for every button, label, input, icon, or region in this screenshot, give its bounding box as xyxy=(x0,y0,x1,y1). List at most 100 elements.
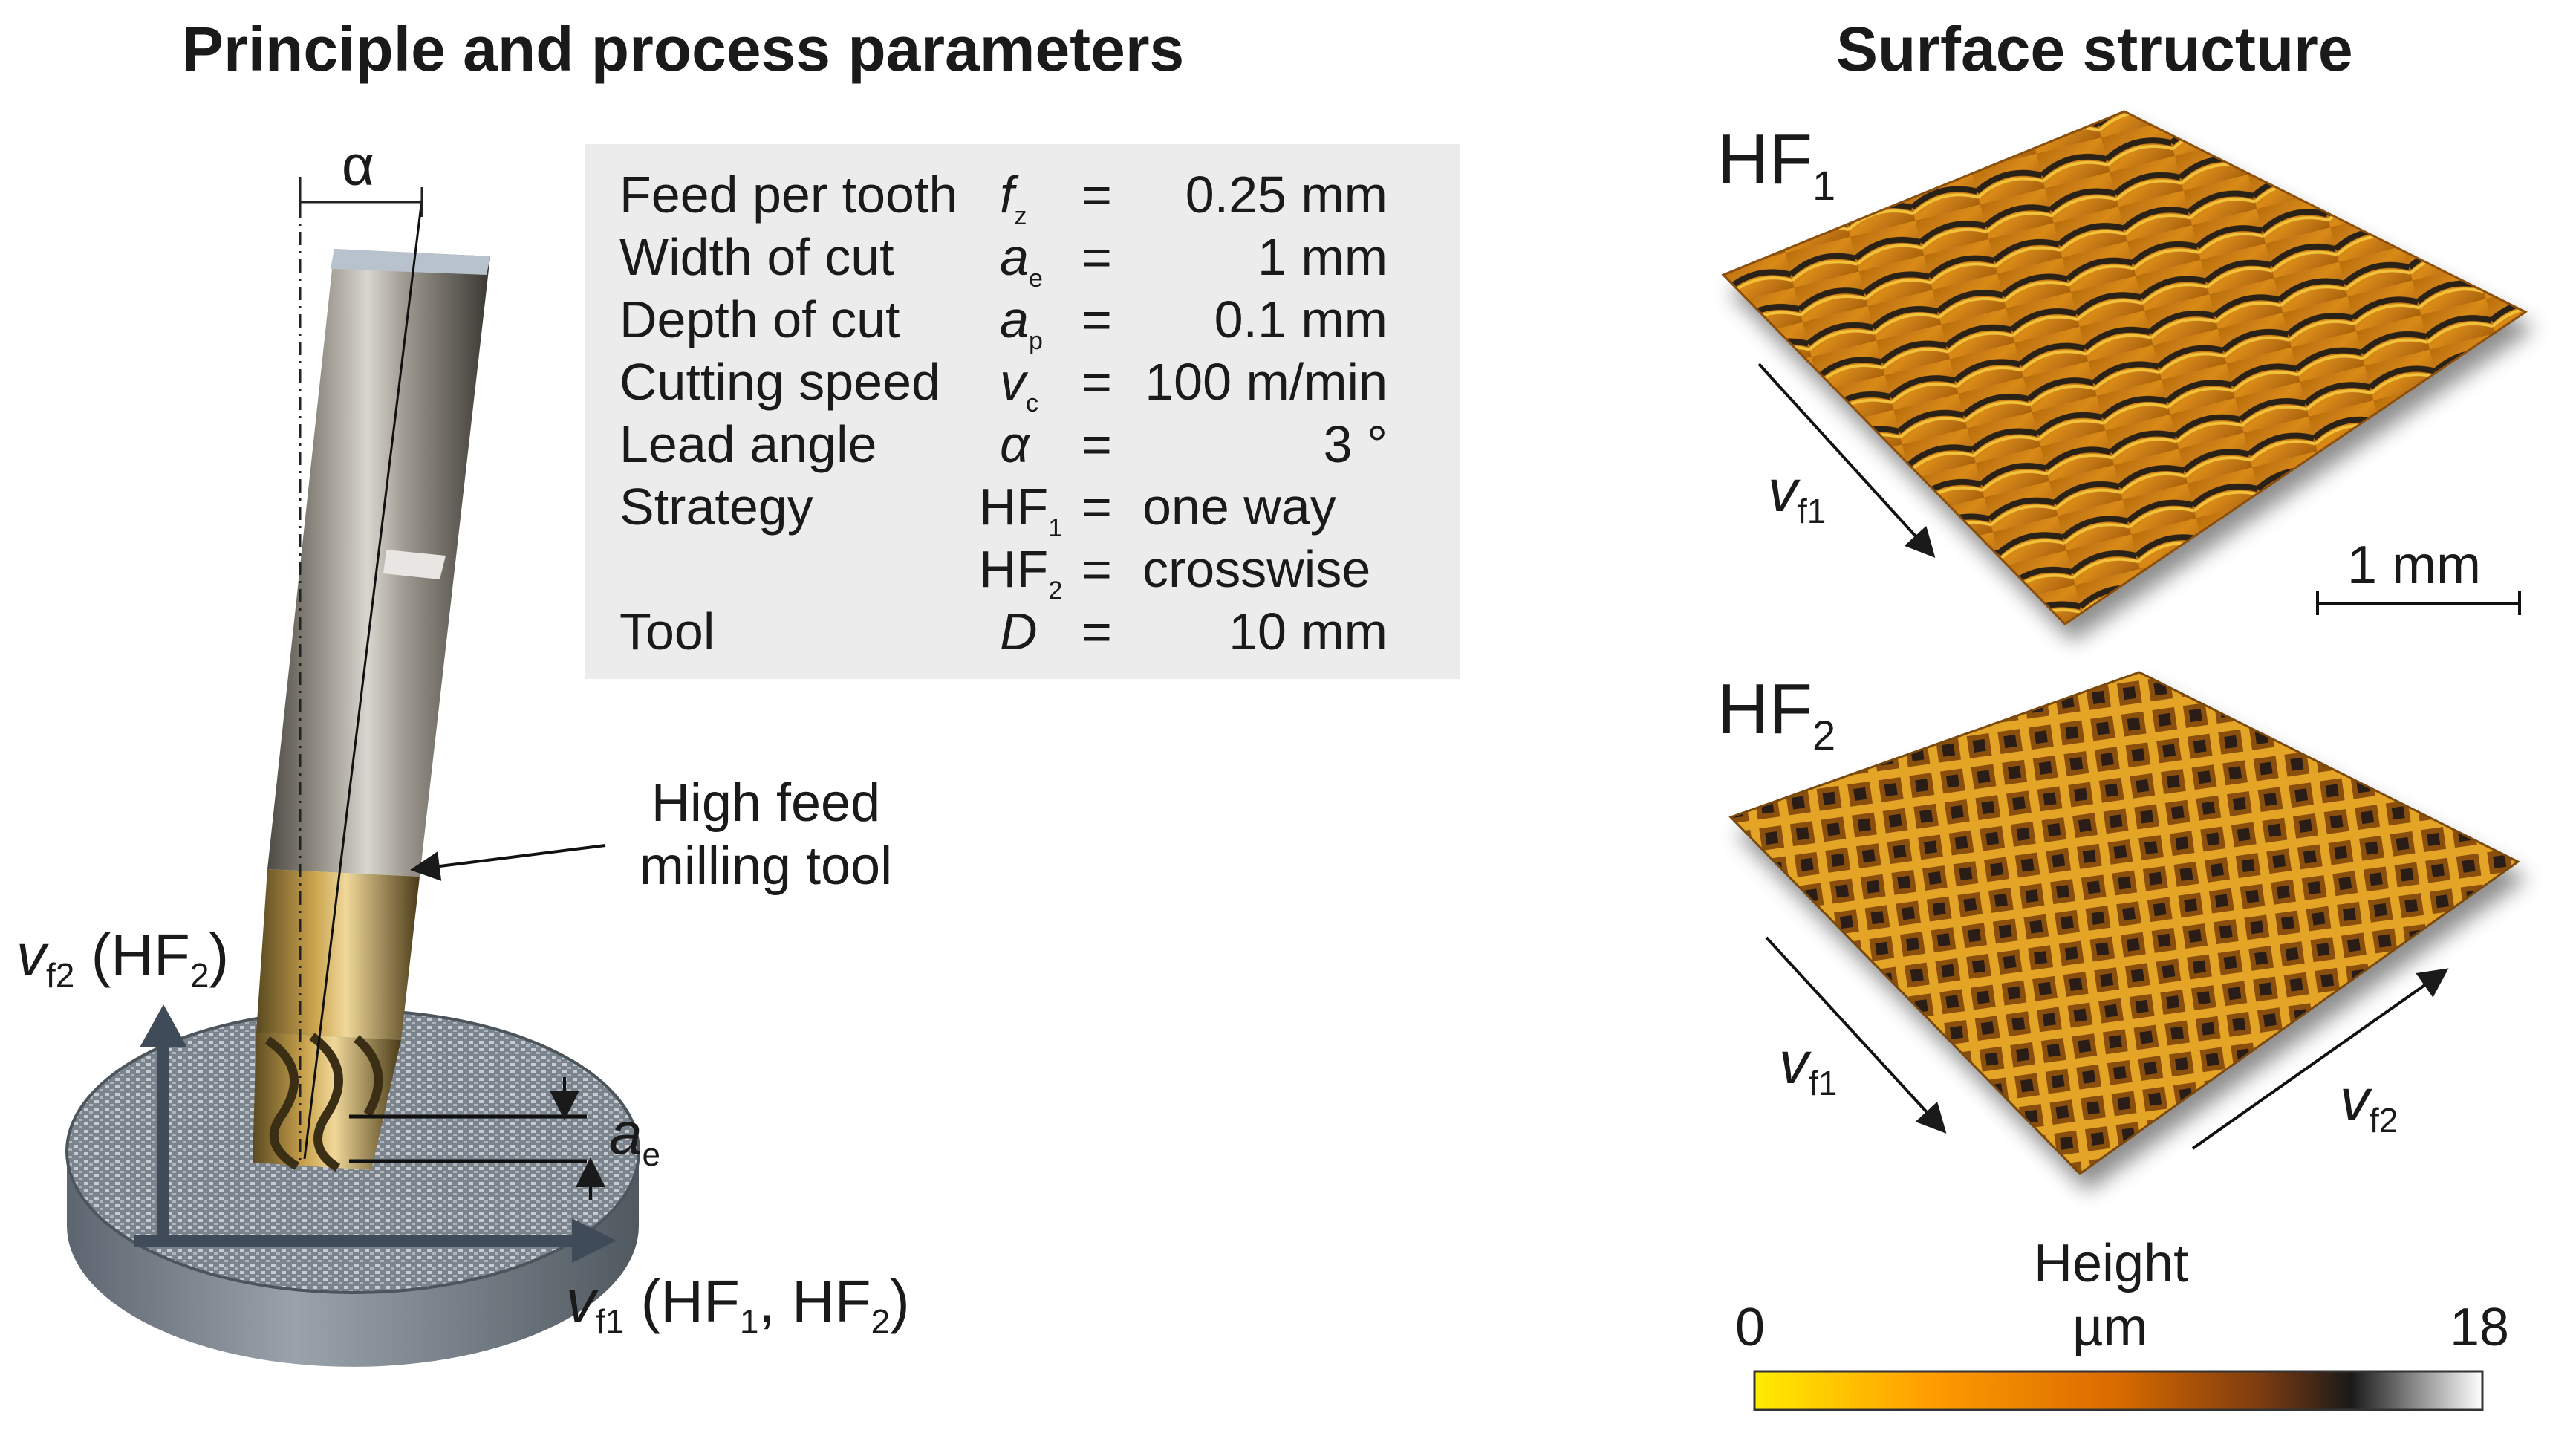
scale-bar xyxy=(2316,591,2521,615)
parameter-equals: = xyxy=(1082,166,1112,224)
hf1-label-sub: 1 xyxy=(1812,162,1836,209)
parameter-equals: = xyxy=(1082,415,1112,473)
hf2-vf2-label: vf2 xyxy=(2340,1066,2398,1140)
parameter-symbol-text: D xyxy=(1000,602,1038,660)
parameter-value: 10 mm xyxy=(1229,602,1388,660)
hf1-vf1-arrow xyxy=(1757,363,1936,558)
hf1-label: HF1 xyxy=(1717,119,1835,209)
vf1-subscript: f1 xyxy=(596,1302,625,1341)
parameter-equals: = xyxy=(1082,353,1112,411)
parameter-symbol: HF1 xyxy=(979,477,1062,543)
parameter-symbol: vc xyxy=(1000,352,1038,418)
scale-bar-label: 1 mm xyxy=(2347,536,2481,595)
hf2-surface xyxy=(1728,671,2520,1175)
colorbar-title: Height xyxy=(2034,1234,2189,1293)
parameter-equals: = xyxy=(1082,228,1112,286)
hf1-vf1-sub: f1 xyxy=(1798,492,1827,530)
parameter-name: Cutting speed xyxy=(619,353,940,411)
hf1-label-text: HF xyxy=(1717,120,1812,199)
vf1-paren-open: (HF xyxy=(624,1268,740,1334)
colorbar-unit: µm xyxy=(2072,1298,2148,1357)
parameter-symbol: fz xyxy=(1000,165,1027,231)
vf1-paren-close: ) xyxy=(890,1268,910,1334)
hf2-vf1-label: vf1 xyxy=(1779,1029,1837,1103)
parameter-row: Feed per tooth fz = 0.25 mm xyxy=(585,165,1460,230)
vf1-mid: , HF xyxy=(758,1268,871,1334)
ae-subscript: e xyxy=(642,1137,660,1173)
parameter-symbol-text: v xyxy=(1000,353,1026,411)
parameter-symbol-subscript: z xyxy=(1014,202,1027,230)
parameter-equals: = xyxy=(1082,602,1112,660)
hf1-vf1-label: vf1 xyxy=(1768,457,1826,531)
parameter-row: Tool D = 10 mm xyxy=(585,602,1460,664)
parameter-symbol-subscript: 1 xyxy=(1048,514,1063,542)
vf1-v: v xyxy=(566,1268,596,1334)
parameter-value: one way xyxy=(1142,478,1336,536)
parameter-symbol: ap xyxy=(1000,290,1043,356)
milling-tool xyxy=(253,198,490,1172)
parameter-equals: = xyxy=(1082,540,1112,598)
feed-axes xyxy=(134,1004,617,1263)
parameter-table xyxy=(585,144,1460,679)
parameter-symbol-subscript: c xyxy=(1026,389,1038,417)
parameter-symbol: α xyxy=(1000,415,1030,474)
vf2-hf-sub: 2 xyxy=(189,956,209,995)
parameter-value: crosswise xyxy=(1142,540,1371,598)
alpha-label: α xyxy=(342,134,374,198)
ae-symbol: a xyxy=(609,1100,643,1166)
parameter-value: 0.25 mm xyxy=(1185,166,1388,224)
lead-angle-construction xyxy=(299,177,423,1163)
left-title: Principle and process parameters xyxy=(182,14,1185,84)
parameter-symbol-subscript: 2 xyxy=(1048,576,1063,605)
parameter-name: Strategy xyxy=(619,478,813,536)
hf2-label-text: HF xyxy=(1717,669,1812,749)
vf1-label: vf1 (HF1, HF2) xyxy=(566,1267,910,1342)
parameter-name: Depth of cut xyxy=(619,290,900,348)
parameter-symbol-text: f xyxy=(1000,166,1015,224)
parameter-symbol-text: a xyxy=(1000,290,1029,348)
parameter-symbol-text: HF xyxy=(979,478,1049,536)
parameter-value: 100 m/min xyxy=(1145,353,1388,411)
hf2-label: HF2 xyxy=(1717,669,1835,759)
height-colorbar xyxy=(1753,1370,2484,1411)
parameter-symbol-subscript: p xyxy=(1028,327,1043,355)
hf2-vf2-v: v xyxy=(2340,1067,2370,1133)
parameter-symbol-text: HF xyxy=(979,540,1049,598)
colorbar-min: 0 xyxy=(1735,1298,1766,1357)
parameter-symbol-subscript: e xyxy=(1028,264,1043,293)
hf2-vf2-sub: f2 xyxy=(2370,1101,2398,1140)
vf2-subscript: f2 xyxy=(46,956,75,995)
parameter-value: 3 ° xyxy=(1323,415,1388,473)
parameter-row: Depth of cut ap = 0.1 mm xyxy=(585,290,1460,355)
vf1-hf2-sub: 2 xyxy=(871,1302,891,1341)
hf1-vf1-v: v xyxy=(1768,458,1798,524)
vf2-v: v xyxy=(16,922,46,988)
colorbar-max: 18 xyxy=(2450,1298,2510,1357)
ae-dimension xyxy=(349,1077,605,1200)
parameter-row: Strategy HF1 = one way xyxy=(585,477,1460,542)
vf1-hf1-sub: 1 xyxy=(739,1302,759,1341)
parameter-rows: Feed per tooth fz = 0.25 mm Width of cut ae = 1… xyxy=(585,144,1460,679)
parameter-symbol-text: α xyxy=(1000,415,1030,473)
hf2-vf1-sub: f1 xyxy=(1809,1064,1838,1102)
parameter-equals: = xyxy=(1082,478,1112,536)
parameter-equals: = xyxy=(1082,290,1112,348)
parameter-symbol: D xyxy=(1000,602,1038,661)
parameter-symbol-text: a xyxy=(1000,228,1029,286)
parameter-symbol: HF2 xyxy=(979,539,1062,605)
hf1-surface xyxy=(1721,110,2528,625)
parameter-row: Cutting speed vc = 100 m/min xyxy=(585,352,1460,418)
parameter-name: Tool xyxy=(619,602,715,660)
parameter-name: Width of cut xyxy=(619,228,894,286)
parameter-symbol: ae xyxy=(1000,227,1043,293)
parameter-row: Width of cut ae = 1 mm xyxy=(585,227,1460,293)
vf2-paren-close: ) xyxy=(209,922,230,988)
parameter-value: 1 mm xyxy=(1258,228,1388,286)
tool-label-line1: High feed xyxy=(651,773,881,833)
right-title: Surface structure xyxy=(1836,14,2353,84)
parameter-name: Feed per tooth xyxy=(619,166,958,224)
hf2-vf1-arrow xyxy=(1765,936,1947,1134)
parameter-value: 0.1 mm xyxy=(1214,290,1388,348)
